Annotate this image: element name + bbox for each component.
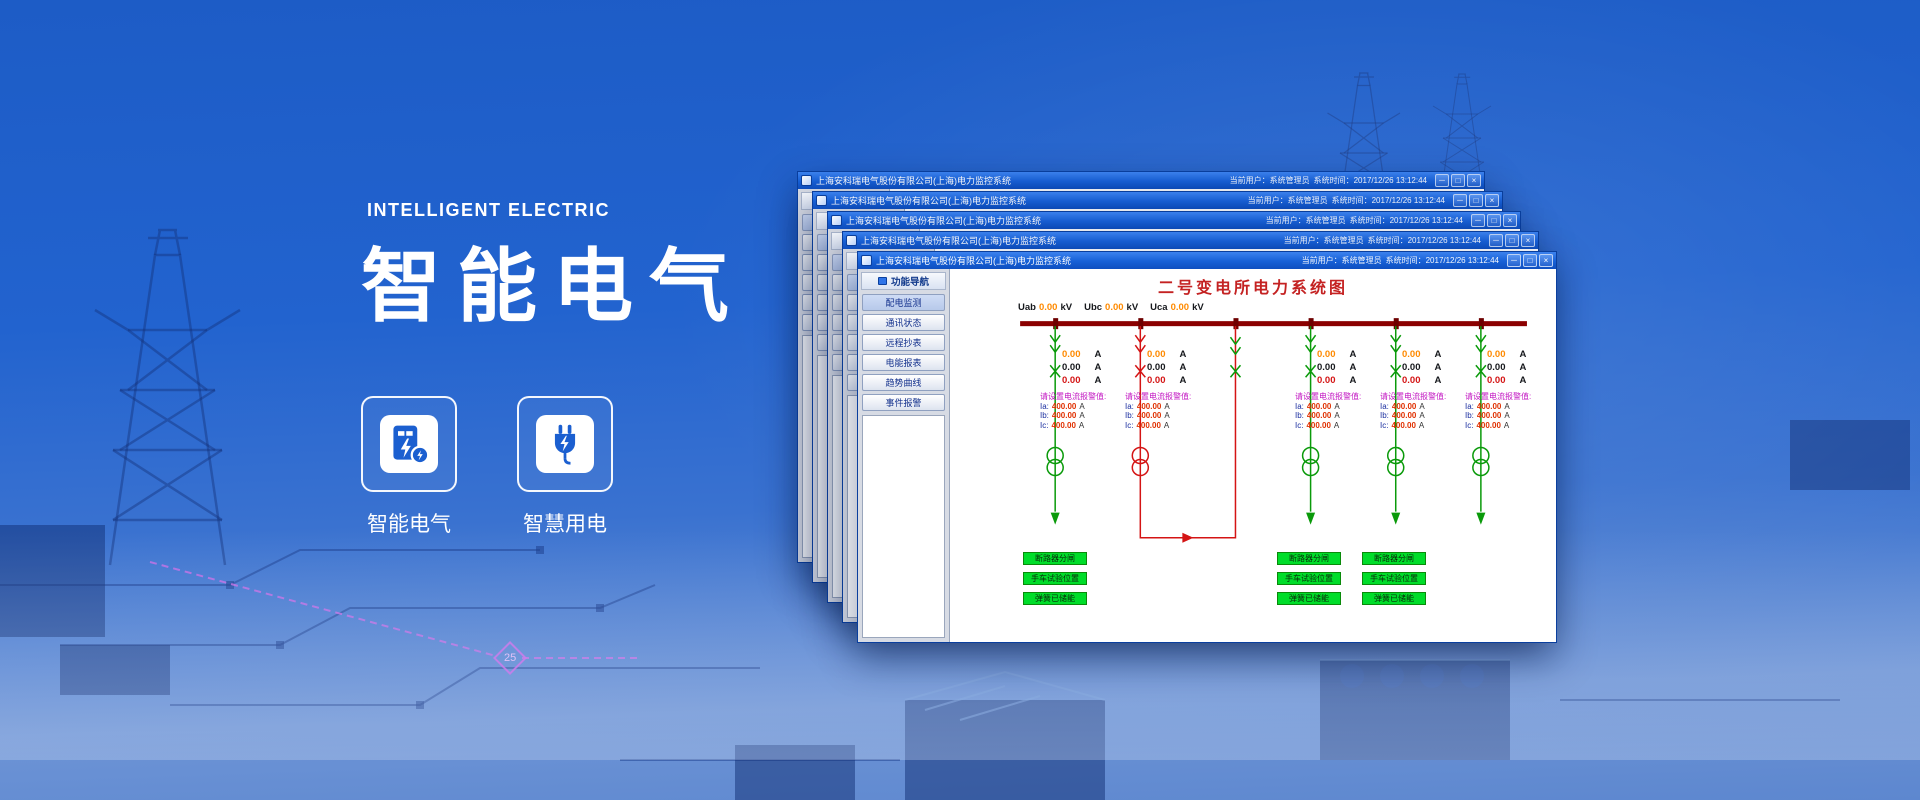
monitor-icon <box>877 277 887 285</box>
maximize-button[interactable]: □ <box>1487 214 1501 227</box>
app-icon <box>801 175 812 186</box>
window-titlebar[interactable]: 上海安科瑞电气股份有限公司(上海)电力监控系统 当前用户：系统管理员 系统时间：… <box>843 232 1538 249</box>
window-controls: － □ × <box>1453 194 1499 207</box>
status-time: 系统时间：2017/12/26 13:12:44 <box>1385 256 1499 265</box>
sidebar-item[interactable]: 电能报表 <box>862 354 945 371</box>
status-user: 当前用户：系统管理员 <box>1247 196 1328 205</box>
minimize-button[interactable]: － <box>1453 194 1467 207</box>
hero-copy: INTELLIGENT ELECTRIC 智能电气 <box>361 200 745 538</box>
sidebar-menu: 配电监测通讯状态远程抄表电能报表趋势曲线事件报警 <box>858 294 949 411</box>
app-icon <box>861 255 872 266</box>
window-controls: － □ × <box>1489 234 1535 247</box>
feature-card-frame[interactable] <box>517 396 613 492</box>
feature-card-frame[interactable] <box>361 396 457 492</box>
window-titlebar[interactable]: 上海安科瑞电气股份有限公司(上海)电力监控系统 当前用户：系统管理员 系统时间：… <box>858 252 1556 269</box>
status-user: 当前用户：系统管理员 <box>1265 216 1346 225</box>
window-titlebar[interactable]: 上海安科瑞电气股份有限公司(上海)电力监控系统 当前用户：系统管理员 系统时间：… <box>798 172 1484 189</box>
window-title: 上海安科瑞电气股份有限公司(上海)电力监控系统 <box>846 216 1041 226</box>
window-title: 上海安科瑞电气股份有限公司(上海)电力监控系统 <box>831 196 1026 206</box>
status-user: 当前用户：系统管理员 <box>1283 236 1364 245</box>
minimize-button[interactable]: － <box>1471 214 1485 227</box>
window-titlebar[interactable]: 上海安科瑞电气股份有限公司(上海)电力监控系统 当前用户：系统管理员 系统时间：… <box>813 192 1502 209</box>
sidebar-header: 功能导航 <box>861 272 946 290</box>
close-button[interactable]: × <box>1521 234 1535 247</box>
close-button[interactable]: × <box>1485 194 1499 207</box>
minimize-button[interactable]: － <box>1507 254 1521 267</box>
diagram-title: 二号变电所电力系统图 <box>1157 280 1348 297</box>
status-user: 当前用户：系统管理员 <box>1229 176 1310 185</box>
feature-cards: 智能电气 智慧用电 <box>361 396 745 538</box>
app-icon <box>831 215 842 226</box>
feature-card-smart-electric[interactable]: 智能电气 <box>361 396 457 538</box>
sidebar-item[interactable]: 趋势曲线 <box>862 374 945 391</box>
function-nav-sidebar: 功能导航 配电监测通讯状态远程抄表电能报表趋势曲线事件报警 <box>858 269 950 642</box>
minimize-button[interactable]: － <box>1489 234 1503 247</box>
hero-kicker: INTELLIGENT ELECTRIC <box>367 200 610 220</box>
status-time: 系统时间：2017/12/26 13:12:44 <box>1367 236 1481 245</box>
close-button[interactable]: × <box>1503 214 1517 227</box>
window-title: 上海安科瑞电气股份有限公司(上海)电力监控系统 <box>816 176 1011 186</box>
sidebar-item[interactable]: 通讯状态 <box>862 314 945 331</box>
scada-window-front: 上海安科瑞电气股份有限公司(上海)电力监控系统 当前用户：系统管理员 系统时间：… <box>857 251 1557 643</box>
feature-card-label: 智能电气 <box>367 513 451 536</box>
maximize-button[interactable]: □ <box>1523 254 1537 267</box>
maximize-button[interactable]: □ <box>1469 194 1483 207</box>
app-icon <box>846 235 857 246</box>
window-titlebar[interactable]: 上海安科瑞电气股份有限公司(上海)电力监控系统 当前用户：系统管理员 系统时间：… <box>828 212 1520 229</box>
single-line-diagram-art <box>1020 318 1527 543</box>
sidebar-header-label: 功能导航 <box>890 277 929 288</box>
feature-card-label: 智慧用电 <box>523 513 607 536</box>
hero-title: 智能电气 <box>361 242 745 331</box>
feature-card-smart-power[interactable]: 智慧用电 <box>517 396 613 538</box>
sidebar-panel <box>862 415 945 638</box>
status-time: 系统时间：2017/12/26 13:12:44 <box>1331 196 1445 205</box>
window-controls: － □ × <box>1507 254 1553 267</box>
status-time: 系统时间：2017/12/26 13:12:44 <box>1349 216 1463 225</box>
maximize-button[interactable]: □ <box>1505 234 1519 247</box>
sidebar-item[interactable]: 事件报警 <box>862 394 945 411</box>
sidebar-item[interactable]: 配电监测 <box>862 294 945 311</box>
close-button[interactable]: × <box>1539 254 1553 267</box>
window-controls: － □ × <box>1435 174 1481 187</box>
window-title: 上海安科瑞电气股份有限公司(上海)电力监控系统 <box>876 256 1071 266</box>
status-user: 当前用户：系统管理员 <box>1301 256 1382 265</box>
status-time: 系统时间：2017/12/26 13:12:44 <box>1313 176 1427 185</box>
smart-plug-icon <box>536 415 594 473</box>
minimize-button[interactable]: － <box>1435 174 1449 187</box>
close-button[interactable]: × <box>1467 174 1481 187</box>
route-distance-label: 25 <box>503 652 517 664</box>
app-icon <box>816 195 827 206</box>
window-body: 功能导航 配电监测通讯状态远程抄表电能报表趋势曲线事件报警 <box>858 269 1556 642</box>
window-controls: － □ × <box>1471 214 1517 227</box>
maximize-button[interactable]: □ <box>1451 174 1465 187</box>
smart-meter-icon <box>380 415 438 473</box>
window-title: 上海安科瑞电气股份有限公司(上海)电力监控系统 <box>861 236 1056 246</box>
sidebar-item[interactable]: 远程抄表 <box>862 334 945 351</box>
